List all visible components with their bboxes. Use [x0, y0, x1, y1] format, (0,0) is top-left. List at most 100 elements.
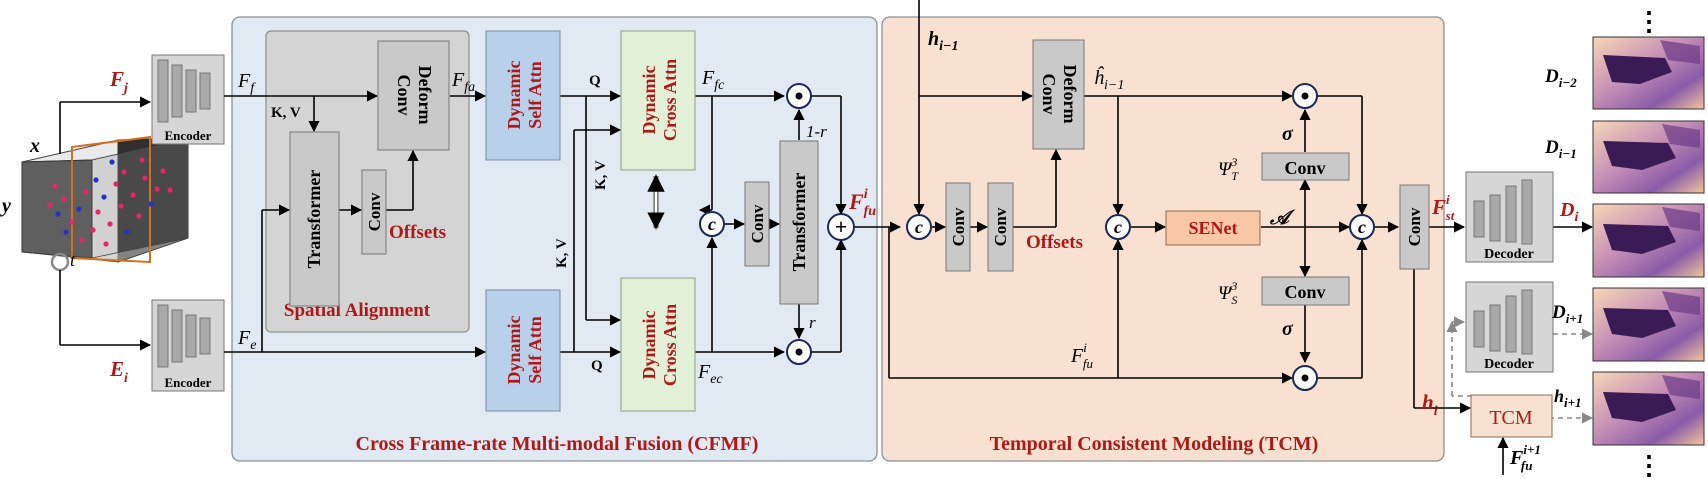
decoder-bottom-label: Decoder [1484, 357, 1534, 372]
axis-y-label: y [0, 195, 11, 217]
transformer-cfmf-alignment: Transformer [289, 131, 340, 307]
svg-text:DynamicCross Attn: DynamicCross Attn [639, 59, 680, 141]
depth-map-d-im2 [1592, 36, 1705, 110]
svg-text:c: c [1114, 217, 1122, 237]
d-ip1-label: Di+1 [1551, 302, 1583, 326]
sigma-bottom-label: σ [1282, 318, 1294, 340]
d-i-label: Di [1559, 199, 1578, 225]
conv-cfmf: Conv [361, 169, 387, 255]
svg-text:c: c [708, 214, 716, 234]
add-op: + [827, 213, 855, 241]
offsets-label-tcm: Offsets [1026, 232, 1083, 253]
concat-op-tcm-3: c [1349, 214, 1375, 240]
conv-tcm-1: Conv [945, 182, 971, 272]
kv-label-2: K, V [593, 160, 609, 190]
cfmf-title: Cross Frame-rate Multi-modal Fusion (CFM… [356, 433, 759, 455]
q-label-1: Q [589, 73, 601, 89]
depth-map-d-i [1592, 203, 1705, 278]
svg-text:Conv: Conv [991, 207, 1010, 246]
one-minus-r-label: 1-r [806, 122, 827, 141]
conv-tcm-2: Conv [987, 182, 1014, 272]
sigma-top-label: σ [1282, 123, 1294, 145]
h-hat-label: ĥi−1 [1094, 65, 1124, 93]
depth-map-d-ip1 [1592, 287, 1705, 362]
multiply-op-top [786, 83, 812, 109]
encoder-top-label: Encoder [165, 128, 212, 143]
svg-text:Conv: Conv [1284, 282, 1325, 302]
r-label: r [809, 313, 816, 332]
ff-label: Ff [237, 70, 256, 96]
ffc-label: Ffc [701, 67, 725, 93]
svg-text:Conv: Conv [365, 192, 384, 231]
fj-label: Fj [109, 67, 128, 96]
axis-x-label: x [29, 135, 40, 157]
tcm-title: Temporal Consistent Modeling (TCM) [990, 433, 1319, 455]
svg-text:DeformConv: DeformConv [1039, 65, 1080, 124]
dynamic-cross-attn-bottom: DynamicCross Attn [620, 277, 696, 412]
h-next-label: hi+1 [1554, 386, 1582, 410]
svg-text:DynamicSelf Attn: DynamicSelf Attn [504, 60, 545, 129]
svg-text:SENet: SENet [1189, 218, 1238, 238]
d-im2-label: Di−2 [1544, 66, 1577, 90]
kv-label-1: K, V [271, 105, 301, 121]
concat-op-tcm-1: c [906, 214, 932, 240]
transformer-cfmf-fusion: Transformer [779, 140, 819, 305]
deform-conv-tcm: DeformConv [1032, 39, 1085, 150]
depth-map-d-ip2 [1592, 371, 1705, 446]
svg-text:c: c [1358, 217, 1366, 237]
fec-label: Fec [697, 361, 723, 387]
decoder-top: Decoder [1465, 171, 1554, 263]
kv-label-3: K, V [554, 238, 570, 268]
dynamic-self-attn-top: DynamicSelf Attn [485, 30, 561, 161]
tcm-small-block: TCM [1470, 394, 1553, 438]
fe-label: Fe [237, 327, 256, 353]
h-prev-label: hi−1 [928, 28, 959, 54]
multiply-op-tcm-bottom [1292, 365, 1318, 391]
vdots-bottom: ⋮ [1636, 451, 1662, 479]
ei-label: Ei [109, 357, 128, 386]
senet-block: SENet [1165, 210, 1261, 246]
event-points [47, 157, 173, 247]
h-i-label: hi [1422, 390, 1438, 419]
dynamic-self-attn-bottom: DynamicSelf Attn [485, 289, 561, 412]
depth-map-d-im1 [1592, 120, 1705, 194]
ffa-label: Ffa [451, 69, 475, 95]
encoder-top: Encoder [151, 54, 225, 145]
axis-t-label: t [70, 250, 76, 270]
decoder-top-label: Decoder [1484, 247, 1534, 262]
svg-text:Conv: Conv [1284, 158, 1325, 178]
svg-text:c: c [915, 217, 923, 237]
tcm-arrows [888, 0, 1594, 475]
conv-psi-t: Conv [1261, 152, 1350, 181]
d-im1-label: Di−1 [1544, 137, 1577, 161]
deform-conv-cfmf: DeformConv [377, 40, 450, 151]
vdots-top: ⋮ [1636, 7, 1662, 36]
conv-output: Conv [1399, 184, 1430, 270]
multiply-op-bottom [786, 339, 812, 365]
conv-cfmf-fusion: Conv [744, 181, 770, 267]
concat-op-cfmf: c [699, 211, 725, 237]
concat-op-tcm-2: c [1105, 214, 1131, 240]
offsets-label-cfmf: Offsets [389, 222, 446, 243]
input-cube [21, 96, 189, 351]
svg-text:TCM: TCM [1489, 407, 1533, 429]
tcm-panel [881, 16, 1445, 462]
svg-text:Conv: Conv [748, 204, 767, 243]
conv-psi-s: Conv [1261, 276, 1350, 306]
svg-text:Transformer: Transformer [304, 170, 324, 269]
encoder-bottom: Encoder [151, 299, 225, 392]
svg-text:Transformer: Transformer [789, 173, 809, 272]
dynamic-cross-attn-top: DynamicCross Attn [620, 30, 696, 171]
encoder-bottom-label: Encoder [165, 375, 212, 390]
svg-text:+: + [835, 214, 848, 239]
multiply-op-tcm-top [1292, 83, 1318, 109]
svg-text:DynamicCross Attn: DynamicCross Attn [639, 304, 680, 386]
svg-text:DeformConv: DeformConv [394, 66, 435, 125]
